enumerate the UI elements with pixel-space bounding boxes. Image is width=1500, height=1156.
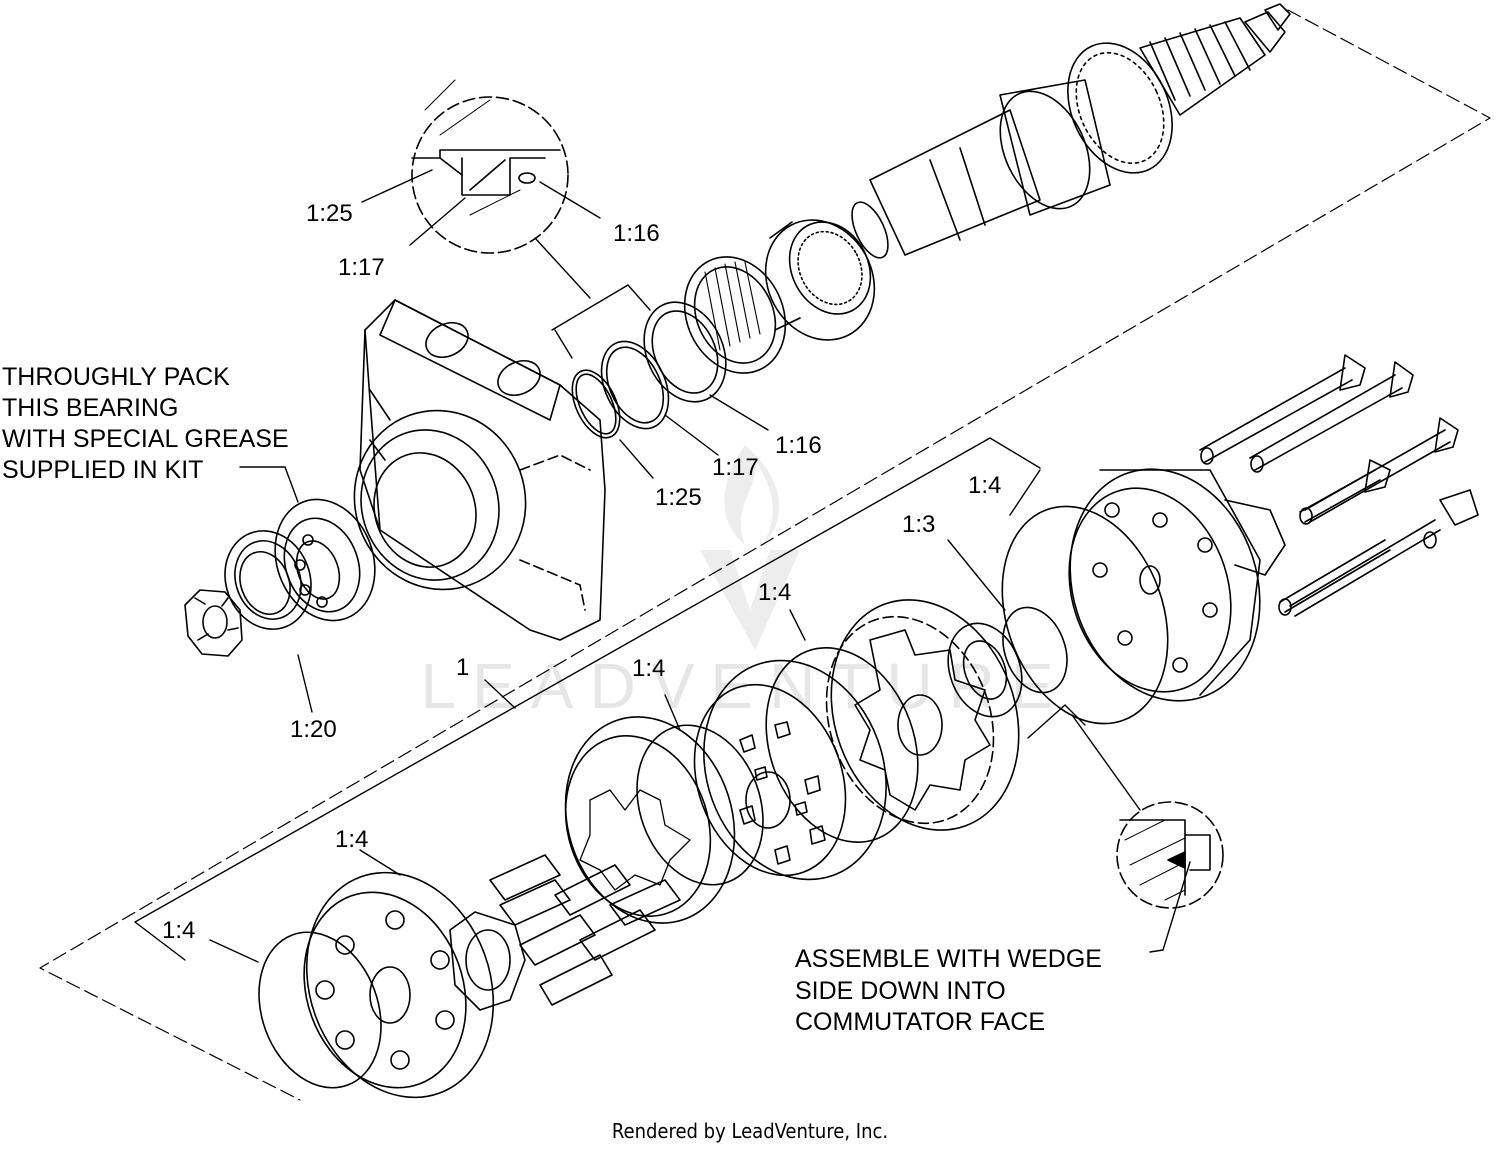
o-ring-cover [1001, 505, 1169, 725]
wedge-note-line-1: ASSEMBLE WITH WEDGE [795, 945, 1102, 973]
callout-1-4-end: 1:4 [162, 917, 195, 944]
end-cover [1068, 468, 1286, 702]
o-ring-lower [636, 724, 764, 886]
castle-nut [184, 589, 243, 657]
shaft-seal [224, 530, 312, 630]
grease-note-line-4: SUPPLIED IN KIT [2, 456, 203, 484]
seal-detail-bubble [411, 79, 569, 254]
commutator [693, 659, 887, 881]
callout-1-4-manifold: 1:4 [335, 826, 368, 853]
callout-1-20: 1:20 [290, 716, 337, 743]
drive-rollers [489, 854, 681, 1006]
drive-shaft [851, 3, 1291, 259]
needle-bearing [683, 256, 787, 374]
callout-1-16-mid: 1:16 [775, 432, 822, 459]
wedge-note: ASSEMBLE WITH WEDGE SIDE DOWN INTO COMMU… [795, 945, 1102, 1036]
seal-ring-small [571, 369, 621, 439]
grease-note-line-3: WITH SPECIAL GREASE [2, 425, 289, 453]
callout-1-4-gerotor: 1:4 [758, 579, 791, 606]
wedge-note-line-3: COMMUTATOR FACE [795, 1008, 1045, 1036]
callout-labels: 1:25 1:17 1:16 1:25 1:17 1:16 1:20 1 1:3… [162, 200, 1001, 944]
callout-1-16-top: 1:16 [613, 220, 660, 247]
motor-housing [353, 299, 606, 641]
wedge-note-line-2: SIDE DOWN INTO [795, 977, 1006, 1005]
grease-note: THROUGHLY PACK THIS BEARING WITH SPECIAL… [2, 363, 289, 484]
o-ring-mid [765, 647, 919, 843]
thrust-bearing [764, 219, 876, 341]
callout-1-17-mid: 1:17 [712, 454, 759, 481]
manifold [564, 716, 736, 924]
watermark-flame-icon [724, 445, 780, 548]
grease-note-line-2: THIS BEARING [2, 394, 178, 422]
callout-1-17-top: 1:17 [338, 254, 385, 281]
callout-1-4-cover: 1:4 [968, 472, 1001, 499]
callout-1-25-top: 1:25 [306, 200, 353, 227]
o-ring-small [1002, 606, 1068, 694]
callout-1: 1 [456, 654, 469, 681]
shaft-spline [1139, 17, 1266, 116]
grease-note-line-1: THROUGHLY PACK [2, 363, 230, 391]
shaft-body [999, 79, 1111, 216]
seal-ring-medium [600, 340, 670, 430]
callout-1-3: 1:3 [902, 511, 935, 538]
bolts [1199, 354, 1479, 617]
o-ring-end [258, 931, 382, 1089]
end-cap [303, 871, 495, 1099]
watermark-v-icon [700, 550, 800, 650]
leader-lines [134, 169, 1191, 963]
callout-1-25-mid: 1:25 [655, 484, 702, 511]
rendered-by-credit: Rendered by LeadVenture, Inc. [612, 1119, 888, 1143]
rotor-spline [449, 911, 526, 1011]
wedge-detail-bubble [1116, 801, 1224, 909]
gerotor-star [854, 629, 991, 811]
assembly-outline [39, 9, 1491, 1101]
callout-1-4-commutator: 1:4 [632, 655, 665, 682]
